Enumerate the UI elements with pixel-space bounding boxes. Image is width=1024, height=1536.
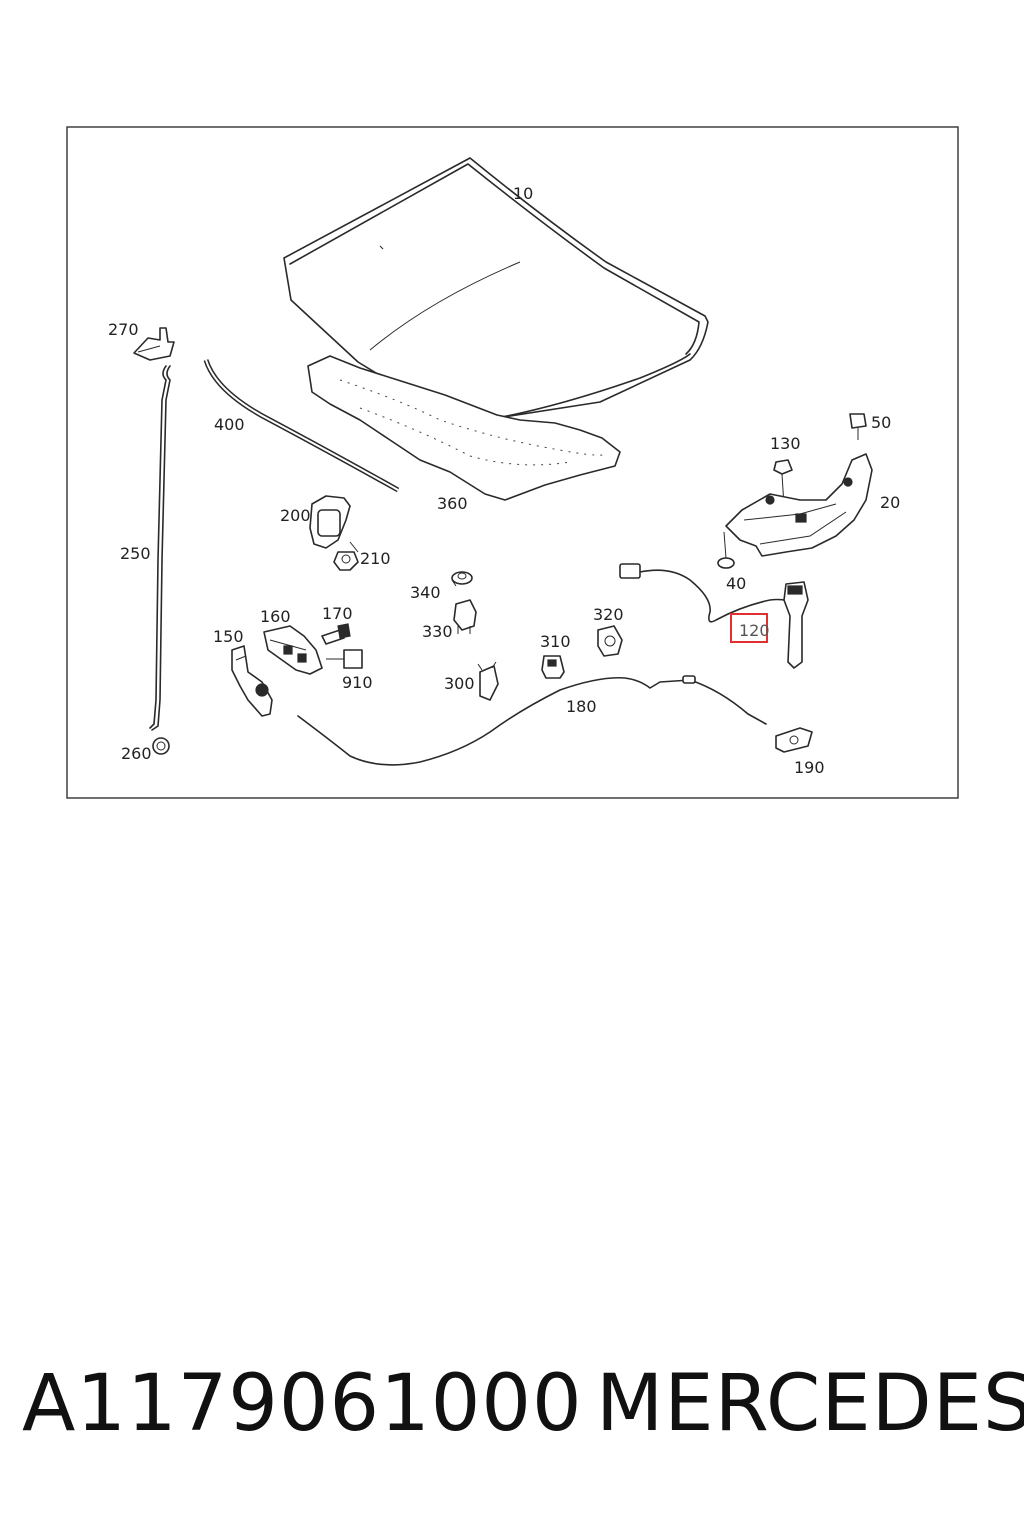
label-120: 120 (739, 621, 770, 640)
label-210: 210 (360, 549, 391, 568)
hinge-bracket-part-200 (309, 495, 351, 549)
label-400: 400 (214, 415, 245, 434)
label-910: 910 (342, 673, 373, 692)
label-310: 310 (540, 632, 571, 651)
latch-assembly-part-20 (725, 453, 873, 557)
label-250: 250 (120, 544, 151, 563)
fitting-part-190 (775, 727, 813, 753)
label-170: 170 (322, 604, 353, 623)
label-180: 180 (566, 697, 597, 716)
seal-strip-part-400 (203, 359, 400, 493)
label-270: 270 (108, 320, 139, 339)
tag-part-910 (326, 649, 363, 669)
bracket-part-270 (133, 327, 175, 361)
washer-part-340 (451, 571, 473, 585)
rod-part-250 (149, 365, 171, 731)
part-number: A1179061000 (22, 1359, 583, 1449)
leader-lines (349, 541, 457, 587)
brand-name: MERCEDES (596, 1359, 1024, 1449)
cable-part-180 (297, 675, 767, 766)
insulation-mat-part-360 (307, 355, 621, 501)
bolt-part-170 (321, 623, 351, 645)
label-20: 20 (880, 493, 900, 512)
label-40: 40 (726, 574, 746, 593)
lever-part-150 (231, 645, 273, 717)
clip-part-310 (541, 655, 565, 679)
label-200: 200 (280, 506, 311, 525)
bolt-part-50 (849, 413, 867, 440)
washer-part-40 (717, 531, 735, 569)
lock-part-160 (263, 625, 323, 675)
highlight-box-120 (730, 613, 768, 643)
buffer-part-330 (453, 599, 477, 634)
label-190: 190 (794, 758, 825, 777)
label-150: 150 (213, 627, 244, 646)
label-130: 130 (770, 434, 801, 453)
grommet-part-260 (152, 737, 170, 755)
label-260: 260 (121, 744, 152, 763)
label-300: 300 (444, 674, 475, 693)
switch-harness-part-120 (619, 563, 809, 669)
hood-part-10 (283, 157, 709, 419)
clip-part-300 (477, 661, 499, 701)
label-320: 320 (593, 605, 624, 624)
label-10: 10 (513, 184, 533, 203)
label-340: 340 (410, 583, 441, 602)
label-160: 160 (260, 607, 291, 626)
label-330: 330 (422, 622, 453, 641)
nut-part-210 (333, 551, 359, 571)
label-50: 50 (871, 413, 891, 432)
label-360: 360 (437, 494, 468, 513)
holder-part-320 (597, 625, 623, 657)
